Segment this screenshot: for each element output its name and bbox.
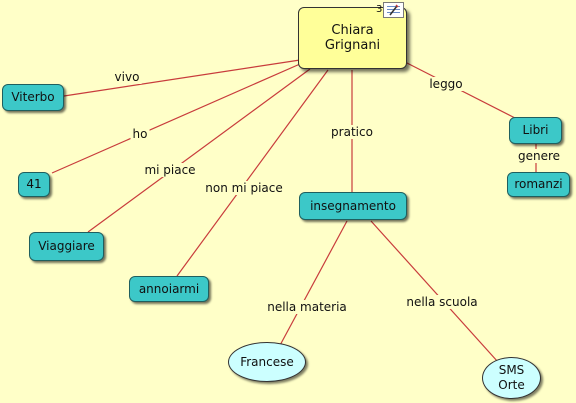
badge-count: 3 (376, 4, 383, 15)
link-line-non-mi-piace (176, 69, 329, 277)
resource-badge[interactable]: 3 (376, 1, 406, 18)
concept-viterbo[interactable]: Viterbo (2, 84, 64, 111)
link-label-mi-piace: mi piace (142, 163, 198, 177)
link-label-ho: ho (130, 127, 150, 141)
concept-sms-orte[interactable]: SMS Orte (482, 357, 541, 399)
link-label-non-mi-piace: non mi piace (203, 181, 285, 195)
link-label-genere: genere (515, 149, 563, 163)
link-line-nella-scuola (370, 220, 499, 363)
link-label-leggo: leggo (427, 77, 465, 91)
link-label-pratico: pratico (329, 125, 375, 139)
concept-annoiarmi[interactable]: annoiarmi (129, 276, 209, 302)
concept-libri[interactable]: Libri (509, 117, 562, 144)
concept-insegnamento[interactable]: insegnamento (299, 192, 407, 220)
link-label-nella-scuola: nella scuola (404, 295, 480, 309)
concept-francese[interactable]: Francese (228, 342, 306, 382)
link-line-ho (51, 63, 301, 174)
link-line-mi-piace (87, 68, 311, 233)
concept-viaggiare[interactable]: Viaggiare (29, 232, 104, 261)
link-label-vivo: vivo (112, 70, 142, 84)
link-line-vivo (63, 59, 301, 97)
concept-romanzi[interactable]: romanzi (507, 172, 570, 197)
link-label-nella-materia: nella materia (265, 300, 349, 314)
resource-doc-icon (383, 1, 405, 18)
link-line-nella-materia (277, 220, 348, 350)
concept-41[interactable]: 41 (18, 172, 50, 197)
